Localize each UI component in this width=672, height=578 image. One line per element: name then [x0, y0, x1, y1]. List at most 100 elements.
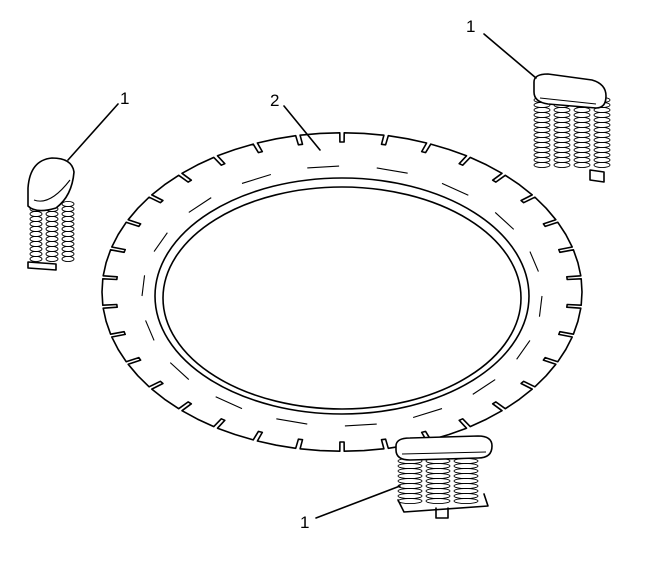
spring-coil	[533, 151, 551, 159]
spring-coil	[553, 106, 571, 114]
spring-coil	[553, 141, 571, 149]
spring-coil	[425, 492, 451, 500]
spring-coil	[593, 116, 611, 124]
spring-coil	[453, 487, 479, 495]
leader-plate	[283, 105, 321, 151]
spring-coil	[425, 482, 451, 490]
plate-slot	[153, 232, 168, 252]
spring-coil	[397, 497, 423, 505]
spring-coil	[29, 215, 43, 223]
spring-coil	[61, 220, 75, 228]
spring-coil	[593, 161, 611, 169]
plate-slot	[344, 423, 377, 427]
spring-coil	[397, 462, 423, 470]
spring-coil	[397, 467, 423, 475]
spring-coil	[29, 220, 43, 228]
spring-coil	[45, 250, 59, 258]
spring-coil	[593, 131, 611, 139]
spring-assembly-left	[27, 157, 75, 271]
spring-coil	[553, 131, 571, 139]
spring-coil	[573, 111, 591, 119]
spring-coil	[553, 156, 571, 164]
spring-coil	[553, 151, 571, 159]
spring-coil	[425, 487, 451, 495]
plate-slot	[276, 418, 308, 425]
spring-coil	[45, 220, 59, 228]
spring-coil	[553, 116, 571, 124]
spring-coil	[29, 235, 43, 243]
leader-spring-top-right	[483, 33, 537, 79]
spring-coil	[61, 210, 75, 218]
spring-coil	[553, 136, 571, 144]
spring-coil	[45, 235, 59, 243]
spring-coil	[573, 131, 591, 139]
spring-coil	[45, 245, 59, 253]
spring-coil	[533, 116, 551, 124]
spring-coil	[533, 146, 551, 154]
spring-coil	[533, 126, 551, 134]
spring-coil	[533, 111, 551, 119]
spring-coil	[533, 141, 551, 149]
spring-coil	[29, 225, 43, 233]
spring-coil	[29, 210, 43, 218]
plate-slot	[307, 165, 340, 169]
spring-coil	[453, 482, 479, 490]
spring-coil	[573, 126, 591, 134]
spring-coil	[61, 230, 75, 238]
spring-coil	[61, 250, 75, 258]
spring-coil	[533, 136, 551, 144]
spring-coil	[61, 215, 75, 223]
spring-coil	[593, 136, 611, 144]
spring-coil	[45, 225, 59, 233]
spring-coil	[29, 245, 43, 253]
spring-coil	[425, 497, 451, 505]
plate-slot	[169, 362, 190, 380]
spring-coil	[61, 240, 75, 248]
spring-coil	[45, 255, 59, 263]
spring-coil	[45, 210, 59, 218]
spring-assembly-bottom	[395, 435, 493, 519]
spring-coil	[533, 131, 551, 139]
leader-lines	[67, 33, 537, 519]
plate-slot	[188, 197, 212, 213]
spring-coil	[553, 121, 571, 129]
leader-spring-bottom	[315, 485, 401, 519]
spring-coil	[553, 146, 571, 154]
spring-assembly-top-right	[533, 73, 611, 183]
spring-coil	[29, 250, 43, 258]
spring-coil	[573, 146, 591, 154]
spring-coil	[425, 472, 451, 480]
plate-slot	[529, 251, 539, 272]
toothed-ring-plate	[101, 132, 583, 452]
spring-coil	[397, 487, 423, 495]
spring-coil	[61, 255, 75, 263]
spring-coil	[593, 156, 611, 164]
spring-coil	[573, 141, 591, 149]
spring-coil	[593, 111, 611, 119]
spring-coil	[573, 156, 591, 164]
spring-coil	[397, 492, 423, 500]
spring-coil	[61, 205, 75, 213]
spring-coil	[29, 255, 43, 263]
spring-coil	[573, 161, 591, 169]
spring-coil	[45, 215, 59, 223]
plate-slot	[472, 379, 496, 395]
plate-slot	[215, 396, 243, 410]
plate-slot	[412, 408, 443, 419]
spring-coil	[553, 161, 571, 169]
leader-spring-left	[67, 103, 119, 161]
spring-coil	[573, 121, 591, 129]
spring-coil	[397, 477, 423, 485]
spring-coil	[533, 156, 551, 164]
spring-coil	[533, 121, 551, 129]
spring-coil	[425, 477, 451, 485]
spring-coil	[453, 477, 479, 485]
spring-coil	[453, 467, 479, 475]
callout-spring-top-right: 1	[466, 17, 475, 36]
spring-coil	[573, 116, 591, 124]
spring-coil	[61, 245, 75, 253]
callout-plate: 2	[270, 91, 279, 110]
plate-slot	[516, 340, 531, 360]
spring-coil	[553, 111, 571, 119]
